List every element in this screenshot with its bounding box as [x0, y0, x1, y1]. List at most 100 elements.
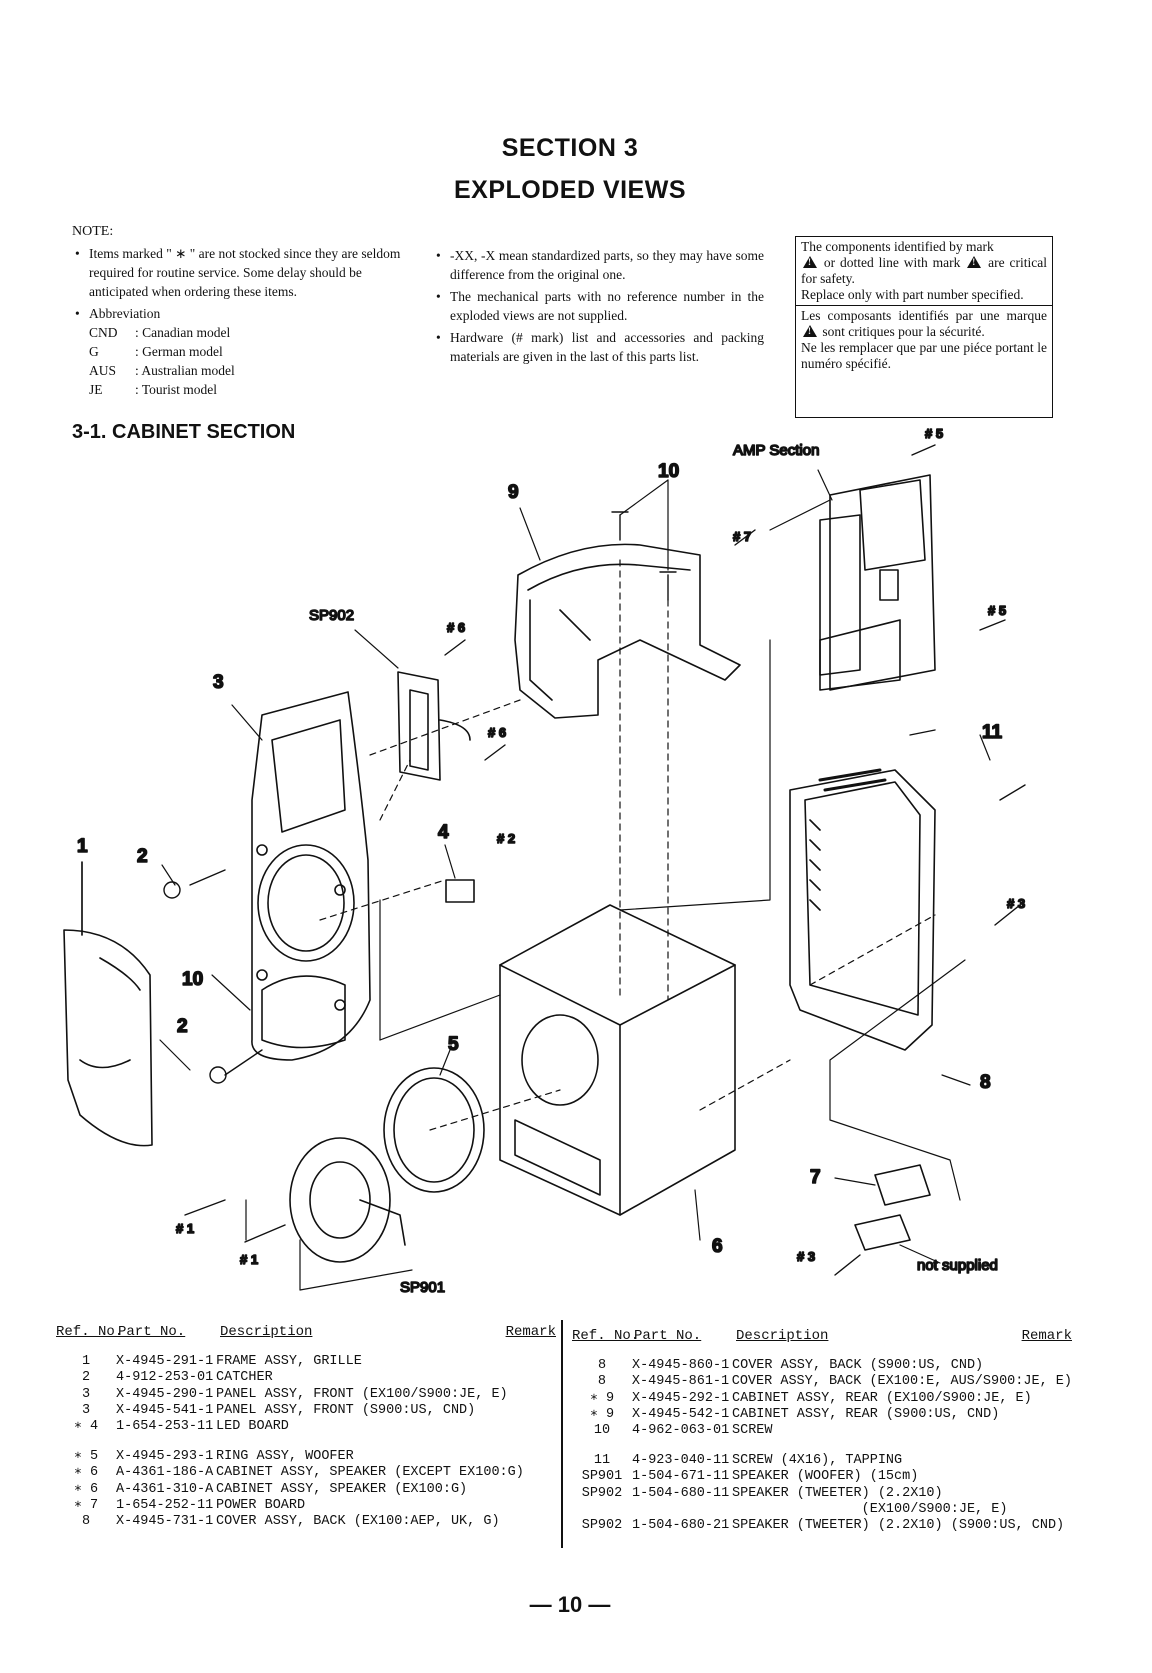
description: SCREW (4X16), TAPPING — [732, 1453, 903, 1469]
screws — [163, 444, 1026, 1276]
ref-no: 10 — [593, 1423, 611, 1439]
callout-7: 7 — [810, 1167, 821, 1188]
table-header: Ref. No. Part No. Description Remark — [56, 1324, 556, 1340]
note-standardized: -XX, -X mean standardized parts, so they… — [436, 246, 764, 284]
part-no: X-4945-291-1 — [116, 1354, 214, 1370]
part-no: 4-923-040-11 — [632, 1453, 730, 1469]
label-amp-section: AMP Section — [733, 442, 819, 459]
callout-9: 9 — [508, 482, 519, 503]
hw-5a: # 5 — [925, 426, 943, 441]
callout-11: 11 — [982, 722, 1003, 743]
ref-no: 8 — [81, 1514, 91, 1530]
warning-triangle-icon — [967, 256, 982, 268]
part-no: 1-654-253-11 — [116, 1419, 214, 1435]
description: FRAME ASSY, GRILLE — [216, 1354, 362, 1370]
callout-1: 1 — [77, 836, 88, 857]
hw-3a: # 3 — [1007, 896, 1025, 911]
part-no: X-4945-731-1 — [116, 1514, 214, 1530]
callout-3: 3 — [213, 672, 224, 693]
page-number: — 10 — — [529, 1592, 611, 1617]
label-sp901: SP901 — [400, 1279, 445, 1296]
ref-no: ∗ 9 — [589, 1406, 615, 1422]
ref-no: ∗ 4 — [73, 1419, 99, 1435]
ref-no: 3 — [81, 1386, 91, 1402]
ref-no: SP902 — [581, 1518, 623, 1534]
abbr-g: G: German model — [89, 344, 223, 359]
hw-6a: # 6 — [447, 620, 465, 635]
rear-cabinet — [514, 543, 741, 719]
note-hardware: Hardware (# mark) list and accessories a… — [436, 328, 764, 366]
note-mechanical: The mechanical parts with no reference n… — [436, 287, 764, 325]
back-cover — [789, 768, 936, 1051]
part-no: X-4945-541-1 — [116, 1402, 214, 1418]
description: SCREW — [732, 1423, 773, 1439]
hw-1b: # 1 — [240, 1252, 258, 1267]
callout-2a: 2 — [137, 846, 148, 867]
label-not-supplied: not supplied — [917, 1257, 998, 1274]
exploded-view-diagram: AMP Section SP902 SP901 not supplied 1 2… — [63, 425, 1026, 1297]
part-no: 1-504-671-11 — [632, 1469, 730, 1485]
subsection-title: 3-1. CABINET SECTION — [72, 421, 296, 443]
table-header: Ref. No. Part No. Description Remark — [572, 1328, 1072, 1344]
description: SPEAKER (TWEETER) (2.2X10) (S900:US, CND… — [732, 1518, 1065, 1534]
led-board — [445, 879, 475, 903]
woofer-ring — [383, 1067, 485, 1193]
note-abbreviation: Abbreviation — [75, 304, 405, 323]
ref-no: 8 — [597, 1374, 606, 1390]
description: LED BOARD — [216, 1419, 289, 1435]
ref-no: 1 — [81, 1354, 91, 1370]
part-no: X-4945-542-1 — [632, 1406, 730, 1422]
hw-1a: # 1 — [176, 1221, 194, 1236]
description: CABINET ASSY, SPEAKER (EXCEPT EX100:G) — [216, 1465, 524, 1481]
safety-french: Les composants identifiés par une marque… — [796, 305, 1052, 374]
description: RING ASSY, WOOFER — [216, 1449, 354, 1465]
part-no: 1-504-680-11 — [632, 1485, 730, 1501]
hw-7: # 7 — [733, 529, 751, 544]
callout-6: 6 — [712, 1236, 723, 1257]
description: PANEL ASSY, FRONT (S900:US, CND) — [216, 1402, 476, 1418]
description: POWER BOARD — [216, 1497, 306, 1513]
part-no: A-4361-310-A — [116, 1481, 214, 1497]
warning-triangle-icon — [803, 325, 817, 337]
callout-8: 8 — [980, 1072, 991, 1093]
part-no: A-4361-186-A — [116, 1465, 214, 1481]
hw-2: # 2 — [497, 831, 515, 846]
description: SPEAKER (TWEETER) (2.2X10) — [732, 1485, 943, 1501]
callout-10a: 10 — [658, 461, 679, 482]
row-gap — [56, 1435, 556, 1449]
hw-6b: # 6 — [488, 725, 506, 740]
note-heading: NOTE: — [72, 224, 114, 239]
part-no: X-4945-861-1 — [631, 1374, 730, 1390]
description: PANEL ASSY, FRONT (EX100/S900:JE, E) — [216, 1386, 508, 1402]
abbr-cnd: CND: Canadian model — [89, 325, 231, 340]
description: CABINET ASSY, SPEAKER (EX100:G) — [216, 1481, 468, 1497]
tweeter-sp902 — [397, 671, 471, 781]
part-no: X-4945-292-1 — [632, 1390, 730, 1406]
ref-no: 2 — [81, 1370, 91, 1386]
callout-10b: 10 — [182, 969, 203, 990]
description: CATCHER — [216, 1370, 273, 1386]
callout-5: 5 — [448, 1034, 459, 1055]
abbreviation-list: CND: Canadian model G: German model AUS:… — [75, 323, 405, 399]
callout-2b: 2 — [177, 1016, 188, 1037]
power-board — [854, 1164, 931, 1251]
table-row: (EX100/S900:JE, E) — [572, 1502, 1072, 1518]
speaker-cabinet — [499, 904, 736, 1216]
ref-no: ∗ 6 — [73, 1481, 99, 1497]
part-no: X-4945-293-1 — [116, 1449, 214, 1465]
callout-4: 4 — [438, 822, 449, 843]
